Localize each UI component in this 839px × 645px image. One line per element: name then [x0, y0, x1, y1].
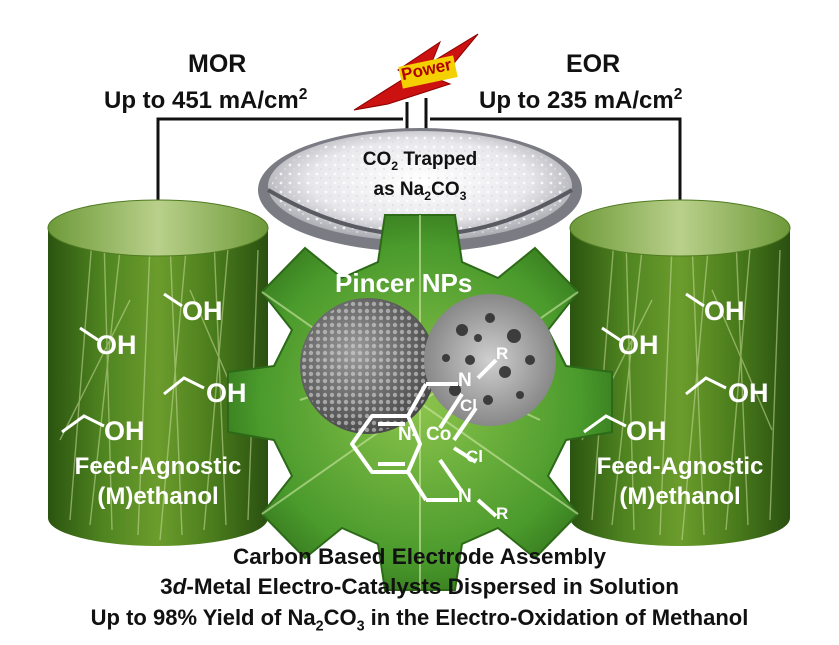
right-oh-3: OH [728, 378, 769, 408]
left-oh-1: OH [182, 296, 223, 326]
right-feed-line-2: (M)ethanol [619, 483, 741, 510]
mor-current-density: Up to 451 mA/cm2 [104, 86, 307, 115]
eor-current-density: Up to 235 mA/cm2 [479, 86, 682, 115]
right-feed-line-1: Feed-Agnostic [596, 453, 764, 480]
co2-line-1: CO2 Trapped [362, 149, 478, 173]
catalyst-gear-image [227, 214, 613, 591]
right-oh-2: OH [618, 330, 659, 360]
left-feed-line-1: Feed-Agnostic [74, 453, 242, 480]
mor-title: MOR [188, 50, 247, 78]
right-alcohol-bonds [583, 292, 727, 434]
molecule-cl-top: Cl [460, 396, 477, 415]
molecule-n-top: N [458, 370, 472, 391]
caption-line-1: Carbon Based Electrode Assembly [232, 544, 607, 569]
left-oh-3: OH [206, 378, 247, 408]
right-oh-1: OH [704, 296, 745, 326]
molecule-cl-bottom: Cl [466, 447, 483, 466]
right-feed-label: Feed-Agnostic (M)ethanol [570, 452, 790, 512]
mor-current-exponent: 2 [298, 86, 308, 103]
left-feed-label: Feed-Agnostic (M)ethanol [48, 452, 268, 512]
pincer-complex-structure [350, 358, 498, 518]
caption-line-3: Up to 98% Yield of Na2CO3 in the Electro… [90, 605, 749, 635]
eor-current-text: Up to 235 mA/cm [479, 87, 674, 114]
molecule-n-ring: N- [398, 424, 419, 445]
right-feed-cylinder-image [569, 199, 791, 546]
molecule-r-bottom: R [496, 504, 509, 523]
left-feed-line-2: (M)ethanol [97, 483, 219, 510]
pincer-nps-title: Pincer NPs [335, 268, 473, 298]
left-alcohol-bonds [61, 292, 205, 434]
right-oh-4: OH [626, 416, 667, 446]
molecule-metal: Co [426, 424, 452, 445]
caption-line-2: 3d-Metal Electro-Catalysts Dispersed in … [160, 574, 679, 599]
left-oh-2: OH [96, 330, 137, 360]
left-feed-cylinder-image [47, 199, 269, 546]
mor-current-text: Up to 451 mA/cm [104, 87, 299, 114]
co2-trapped-label: CO2 Trapped as Na2CO3 [330, 148, 510, 208]
molecule-r-top: R [496, 344, 509, 363]
eor-current-exponent: 2 [673, 86, 683, 103]
left-oh-4: OH [104, 416, 145, 446]
co2-line-2: as Na2CO3 [373, 178, 467, 203]
power-bolt-icon [353, 33, 479, 111]
molecule-n-bottom: N [458, 486, 472, 507]
eor-title: EOR [566, 50, 621, 78]
